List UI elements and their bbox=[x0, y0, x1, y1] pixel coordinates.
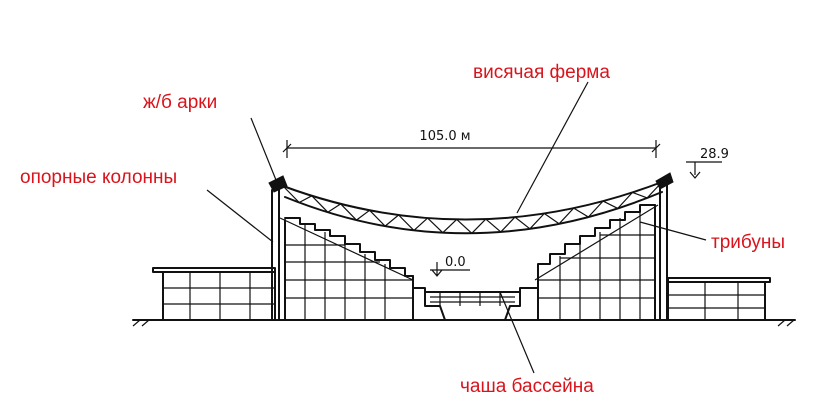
label-pool-basin: чаша бассейна bbox=[460, 376, 594, 397]
height-label: 28.9 bbox=[700, 147, 729, 162]
leader-lines bbox=[206, 81, 707, 374]
span-dimension: 105.0 м bbox=[282, 129, 661, 158]
pool-basin bbox=[412, 287, 539, 321]
left-support-column bbox=[271, 189, 280, 321]
floor-level-mark: 0.0 bbox=[430, 255, 470, 277]
label-stands: трибуны bbox=[711, 232, 785, 253]
floor-level-label: 0.0 bbox=[445, 255, 466, 270]
right-annex bbox=[667, 277, 771, 321]
left-stands bbox=[279, 217, 414, 321]
span-label: 105.0 м bbox=[419, 129, 470, 144]
ground bbox=[132, 319, 796, 327]
height-mark: 28.9 bbox=[686, 147, 729, 179]
label-support-columns: опорные колонны bbox=[20, 167, 177, 188]
hanging-truss bbox=[282, 181, 663, 235]
right-stands bbox=[534, 204, 659, 321]
right-arch bbox=[655, 172, 674, 190]
label-rc-arches: ж/б арки bbox=[143, 92, 217, 113]
left-annex bbox=[152, 267, 276, 321]
left-arch bbox=[268, 175, 288, 193]
label-hanging-truss: висячая ферма bbox=[473, 62, 610, 83]
right-support-column bbox=[659, 184, 668, 321]
